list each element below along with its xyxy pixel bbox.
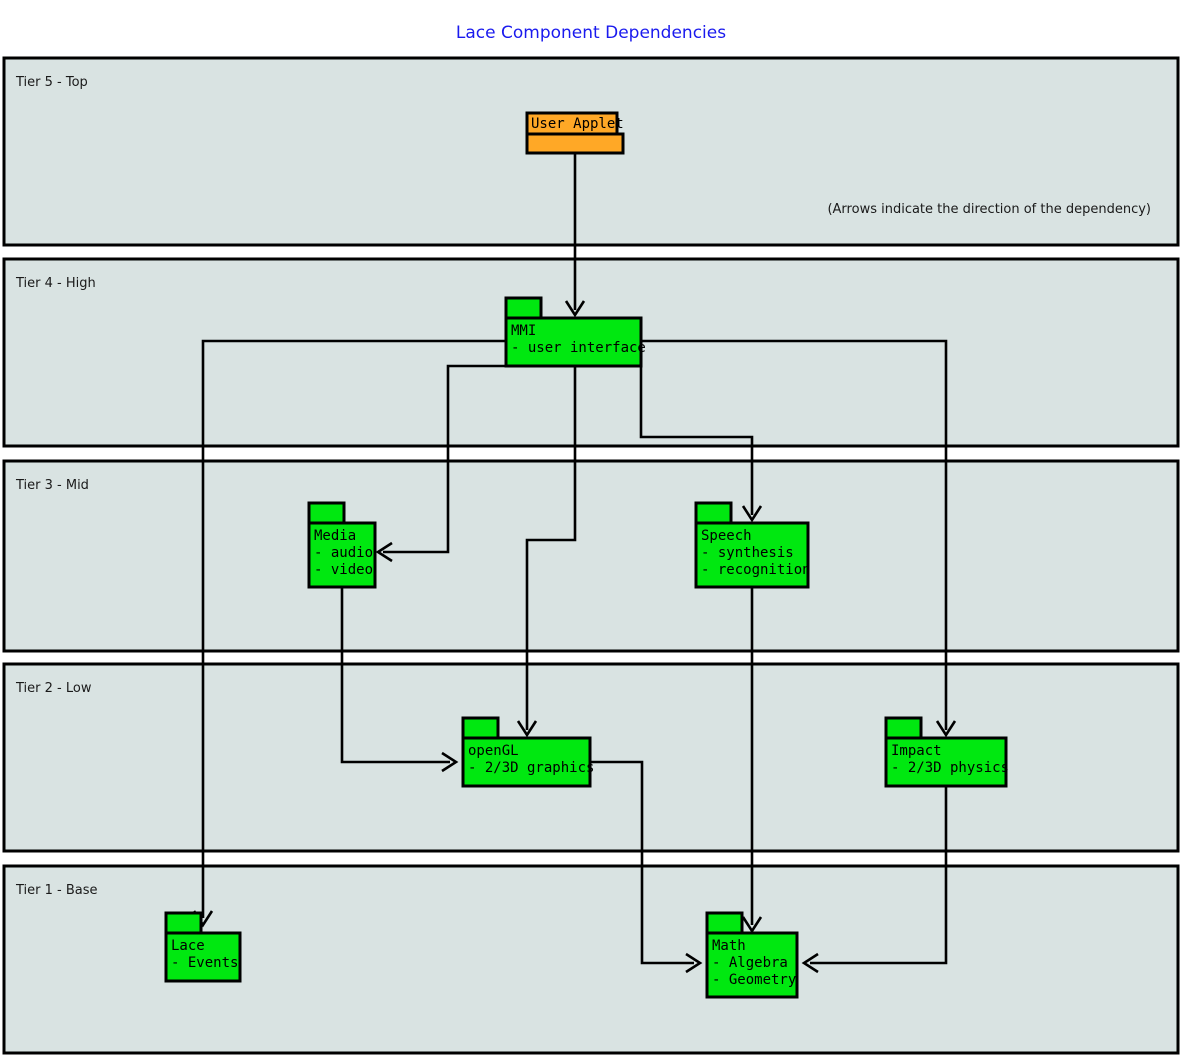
package-text-speech-line-0: Speech xyxy=(701,528,752,544)
package-body-math xyxy=(705,931,799,999)
package-tab-opengl xyxy=(461,716,500,740)
connection-line-media-to-opengl xyxy=(340,587,450,764)
package-body-mmi xyxy=(504,316,643,368)
package-user-applet[interactable]: User Applet xyxy=(525,111,625,155)
connection-line-mmi-to-media xyxy=(383,364,506,554)
package-opengl[interactable]: openGL- 2/3D graphics xyxy=(461,716,594,788)
connection-line-mmi-to-opengl xyxy=(525,366,577,730)
arrowhead-speech-to-math xyxy=(741,916,763,934)
arrowhead-mmi-to-media xyxy=(375,541,393,563)
connection-applet-to-mmi xyxy=(564,153,586,318)
tier-label-tier2: Tier 2 - Low xyxy=(15,681,92,696)
package-text-opengl-line-1: - 2/3D graphics xyxy=(468,760,594,776)
package-tab-impact xyxy=(884,716,923,740)
package-text-opengl-line-0: openGL xyxy=(468,743,519,759)
package-body-speech xyxy=(694,521,810,589)
package-text-speech-line-2: - recognition xyxy=(701,562,811,578)
connection-line-impact-to-math xyxy=(810,786,948,965)
tier-container-tier4 xyxy=(2,257,1180,448)
tier-label-tier3: Tier 3 - Mid xyxy=(15,478,89,493)
package-tab-lace xyxy=(164,911,203,935)
connection-mmi-to-speech xyxy=(639,366,763,523)
connection-speech-to-math xyxy=(741,587,763,934)
package-text-mmi-line-1: - user interface xyxy=(511,340,646,356)
package-text-impact-line-0: Impact xyxy=(891,743,942,759)
tier-label-tier1: Tier 1 - Base xyxy=(15,883,98,898)
connection-media-to-opengl xyxy=(340,587,459,773)
package-math[interactable]: Math- Algebra- Geometry xyxy=(705,911,799,999)
package-body-media xyxy=(307,521,377,589)
tier-group-tier3: Tier 3 - Mid xyxy=(2,459,1180,653)
package-mmi[interactable]: MMI- user interface xyxy=(504,296,646,368)
tier-label-tier5: Tier 5 - Top xyxy=(15,75,88,90)
tier-container-tier3 xyxy=(2,459,1180,653)
package-text-math-line-1: - Algebra xyxy=(712,955,788,971)
package-text-math-line-0: Math xyxy=(712,938,746,954)
connection-mmi-to-media xyxy=(375,364,506,563)
package-text-media-line-0: Media xyxy=(314,528,356,544)
connection-mmi-to-opengl xyxy=(516,366,577,738)
connection-line-mmi-to-speech xyxy=(639,366,754,515)
package-tab-speech xyxy=(694,501,733,525)
package-lace[interactable]: Lace- Events xyxy=(164,911,242,983)
package-media[interactable]: Media- audio- video xyxy=(307,501,377,589)
package-text-media-line-1: - audio xyxy=(314,545,373,561)
connection-mmi-to-impact xyxy=(641,339,957,738)
arrowhead-impact-to-math xyxy=(801,952,819,974)
package-text-lace-line-1: - Events xyxy=(171,955,238,971)
package-body-impact xyxy=(884,736,1008,788)
arrowhead-mmi-to-speech xyxy=(741,505,763,523)
connection-layer xyxy=(192,153,957,974)
arrowhead-mmi-to-impact xyxy=(935,720,957,738)
package-tab-media xyxy=(307,501,346,525)
package-text-math-line-2: - Geometry xyxy=(712,972,796,988)
package-tab-math xyxy=(705,911,744,935)
arrowhead-applet-to-mmi xyxy=(564,300,586,318)
tier-label-tier4: Tier 4 - High xyxy=(15,276,96,291)
page-title: Lace Component Dependencies xyxy=(456,23,726,43)
package-text-lace-line-0: Lace xyxy=(171,938,205,954)
package-body-user-applet xyxy=(525,132,625,155)
connection-line-mmi-to-impact xyxy=(641,339,948,730)
arrowhead-mmi-to-opengl xyxy=(516,720,538,738)
connection-line-opengl-to-math xyxy=(590,760,694,965)
package-text-media-line-2: - video xyxy=(314,562,373,578)
connection-line-mmi-to-lace xyxy=(201,339,506,918)
tier-group-tier4: Tier 4 - High xyxy=(2,257,1180,448)
package-text-impact-line-1: - 2/3D physics xyxy=(891,760,1009,776)
arrowhead-opengl-to-math xyxy=(685,952,703,974)
connection-opengl-to-math xyxy=(590,760,703,974)
package-body-lace xyxy=(164,931,242,983)
connection-impact-to-math xyxy=(801,786,948,974)
package-tab-mmi xyxy=(504,296,543,320)
package-body-opengl xyxy=(461,736,592,788)
arrow-direction-note: (Arrows indicate the direction of the de… xyxy=(827,202,1151,217)
arrowhead-media-to-opengl xyxy=(441,751,459,773)
package-text-speech-line-1: - synthesis xyxy=(701,545,794,561)
package-text-mmi-line-0: MMI xyxy=(511,323,536,339)
package-speech[interactable]: Speech- synthesis- recognition xyxy=(694,501,811,589)
package-impact[interactable]: Impact- 2/3D physics xyxy=(884,716,1009,788)
package-text-user-applet-line-0: User Applet xyxy=(531,116,624,132)
